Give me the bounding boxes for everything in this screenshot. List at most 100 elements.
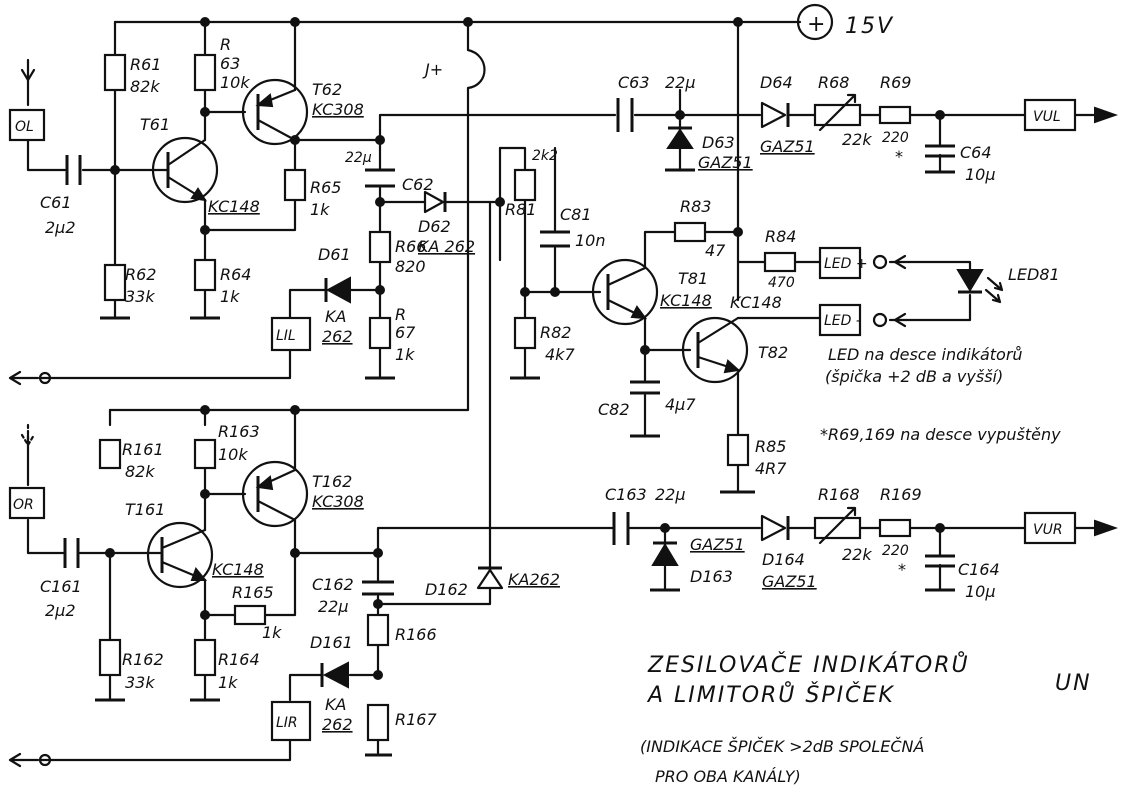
label-t162: T162	[312, 472, 352, 491]
label-r84: R84	[765, 227, 796, 246]
label-r81: R81	[505, 200, 536, 219]
value-r63: 10k	[220, 73, 250, 92]
label-c82: C82	[598, 400, 630, 419]
resistor-r65	[283, 168, 307, 202]
resistor-r162	[98, 638, 122, 677]
caption-line-1: (INDIKACE ŠPIČEK >2dB SPOLEČNÁ	[640, 737, 924, 756]
value-c64: 10μ	[965, 165, 996, 184]
resistor-r68	[813, 103, 862, 127]
label-r164: R164	[218, 650, 260, 669]
caption-line-2: PRO OBA KANÁLY)	[655, 767, 801, 786]
label-r169: R169	[880, 485, 922, 504]
supply-label: 15V	[845, 14, 894, 39]
type-t82: KC148	[730, 293, 782, 312]
label-c61: C61	[40, 193, 72, 212]
label-c62: C62	[402, 175, 434, 194]
capacitors	[63, 98, 955, 757]
label-r85: R85	[755, 437, 786, 456]
label-c162: C162	[312, 575, 354, 594]
value-c81: 10n	[575, 231, 606, 250]
resistor-r67	[368, 316, 392, 350]
resistor-r62	[103, 263, 127, 302]
resistor-r84	[763, 251, 797, 273]
capacitor-c162	[362, 580, 394, 596]
connector-vur	[1023, 511, 1077, 545]
capacitor-c63	[616, 98, 634, 132]
label-led81: LED81	[1008, 265, 1060, 284]
value-r161: 82k	[125, 462, 155, 481]
resistor-r81	[513, 168, 537, 202]
diodes	[320, 101, 1004, 689]
type-d161-b: 262	[322, 715, 353, 734]
label-d163: D163	[690, 567, 733, 586]
connector-vul	[1023, 98, 1077, 132]
transistors	[146, 78, 749, 589]
capacitor-c81	[540, 230, 570, 248]
value-r162: 33k	[125, 673, 155, 692]
star-r69: *	[895, 147, 903, 166]
label-lir: LIR	[276, 715, 298, 731]
transistor-t81	[591, 258, 659, 326]
label-t82: T82	[758, 343, 788, 362]
label-r161: R161	[122, 440, 164, 459]
resistor-r169	[878, 518, 912, 538]
connector-lil	[270, 316, 312, 352]
label-c161: C161	[40, 577, 82, 596]
type-t81: KC148	[660, 291, 712, 310]
label-r66: R66	[395, 237, 426, 256]
value-c63: 22μ	[665, 73, 696, 92]
type-d62: KA 262	[418, 237, 475, 256]
label-d162: D162	[425, 580, 468, 599]
value-r81: 2k2	[532, 148, 558, 164]
diode-d164	[760, 514, 790, 542]
value-r164: 1k	[218, 673, 238, 692]
value-r84: 470	[768, 275, 795, 291]
label-r69: R69	[880, 73, 911, 92]
value-c162: 22μ	[318, 597, 349, 616]
connector-led-plus	[818, 246, 862, 280]
label-t61: T61	[140, 115, 170, 134]
connector-lir	[270, 700, 312, 742]
connector-led-minus	[818, 303, 862, 337]
label-r65: R65	[310, 178, 341, 197]
label-r63-b: 63	[220, 54, 240, 73]
value-c61: 2μ2	[45, 218, 76, 237]
connectors	[8, 3, 1119, 768]
label-d62: D62	[418, 217, 451, 236]
label-d64: D64	[760, 73, 793, 92]
type-d64: GAZ51	[760, 137, 815, 156]
title-line-2: A LIMITORŮ ŠPIČEK	[646, 681, 895, 708]
supply-symbol: +	[807, 12, 827, 37]
value-r62: 33k	[125, 287, 155, 306]
label-r64: R64	[220, 265, 251, 284]
led-note-line-1: LED na desce indikátorů	[828, 345, 1023, 364]
value-c62: 22μ	[345, 150, 372, 166]
label-vul: VUL	[1033, 109, 1061, 125]
type-d161-a: KA	[325, 695, 346, 714]
label-r82: R82	[540, 323, 571, 342]
value-r83: 47	[705, 241, 726, 260]
value-c163: 22μ	[655, 485, 686, 504]
value-r65: 1k	[310, 200, 330, 219]
resistor-r168	[813, 516, 862, 540]
label-ol: OL	[15, 119, 34, 135]
transistor-t161	[146, 521, 214, 589]
diode-d162	[476, 566, 504, 590]
led-note-line-2: (špička +2 dB a vyšší)	[825, 367, 1003, 386]
label-c163: C163	[605, 485, 647, 504]
type-t62: KC308	[312, 100, 364, 119]
capacitor-c82	[630, 380, 660, 438]
capacitor-c64	[925, 144, 955, 174]
transistor-t82	[681, 316, 749, 384]
resistor-r167	[366, 703, 390, 742]
label-r68: R68	[818, 73, 849, 92]
r69-note: *R69,169 na desce vypuštěny	[820, 425, 1061, 444]
junction-dots	[105, 17, 945, 680]
label-lil: LIL	[276, 328, 296, 344]
connector-or	[8, 486, 46, 520]
value-r68: 22k	[842, 130, 872, 149]
label-c63: C63	[618, 73, 650, 92]
type-d164: GAZ51	[762, 572, 817, 591]
label-r166: R166	[395, 625, 437, 644]
